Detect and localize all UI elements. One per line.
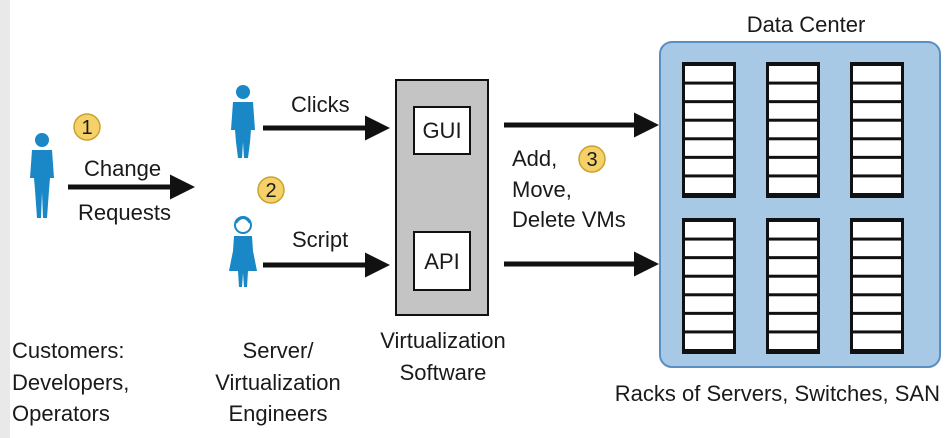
server-slot: [685, 333, 733, 349]
server-rack-icon: [850, 218, 904, 354]
server-slot: [853, 240, 901, 257]
engineers-label-line-3: Engineers: [228, 401, 327, 426]
server-rack-icon: [766, 62, 820, 198]
server-slot: [853, 103, 901, 119]
engineer-female-icon: [229, 216, 257, 287]
server-slot: [685, 314, 733, 331]
datacenter-title: Data Center: [747, 12, 866, 37]
server-slot: [769, 121, 817, 138]
server-slot: [769, 140, 817, 156]
server-slot: [769, 277, 817, 294]
server-slot: [685, 140, 733, 156]
step-1-number: 1: [81, 117, 92, 139]
change-requests-line-1: Change: [84, 156, 161, 181]
customers-label-line-1: Customers:: [12, 338, 124, 363]
vm-actions-line-1: Add,: [512, 146, 557, 171]
server-slot: [685, 84, 733, 101]
engineers-label-line-2: Virtualization: [215, 370, 341, 395]
server-rack-icon: [682, 218, 736, 354]
customer-person-icon: [30, 133, 54, 218]
server-slot: [685, 121, 733, 138]
server-racks-group: [682, 62, 904, 354]
script-label: Script: [292, 227, 348, 252]
step-2-badge: 2: [257, 176, 285, 204]
server-slot: [769, 222, 817, 238]
server-rack-icon: [682, 62, 736, 198]
server-slot: [769, 158, 817, 175]
vm-actions-line-3: Delete VMs: [512, 207, 626, 232]
server-slot: [769, 240, 817, 257]
api-label: API: [424, 249, 459, 274]
server-slot: [685, 277, 733, 294]
server-slot: [853, 84, 901, 101]
server-slot: [769, 177, 817, 193]
server-slot: [685, 259, 733, 275]
clicks-label: Clicks: [291, 92, 350, 117]
server-slot: [769, 296, 817, 312]
engineer-male-icon: [231, 85, 255, 158]
step-3-badge: 3: [578, 145, 606, 173]
customers-label-line-3: Operators: [12, 401, 110, 426]
server-slot: [853, 314, 901, 331]
gui-label: GUI: [422, 118, 461, 143]
server-slot: [685, 296, 733, 312]
server-slot: [685, 177, 733, 193]
server-slot: [853, 259, 901, 275]
gui-box: [413, 106, 471, 155]
software-label-line-2: Software: [400, 360, 487, 385]
server-slot: [769, 333, 817, 349]
server-slot: [685, 240, 733, 257]
server-slot: [853, 177, 901, 193]
server-rack-icon: [850, 62, 904, 198]
server-slot: [769, 84, 817, 101]
api-box: [413, 231, 471, 291]
server-slot: [769, 314, 817, 331]
customers-label-line-2: Developers,: [12, 370, 129, 395]
left-edge-strip: [0, 0, 10, 438]
server-slot: [685, 222, 733, 238]
server-slot: [769, 103, 817, 119]
server-slot: [853, 66, 901, 82]
step-2-number: 2: [265, 180, 276, 202]
server-slot: [853, 121, 901, 138]
vm-actions-line-2: Move,: [512, 177, 572, 202]
server-slot: [685, 158, 733, 175]
server-slot: [685, 66, 733, 82]
datacenter-footer: Racks of Servers, Switches, SAN: [615, 381, 940, 406]
server-slot: [853, 222, 901, 238]
step-1-badge: 1: [73, 113, 101, 141]
software-label-line-1: Virtualization: [380, 328, 506, 353]
change-requests-line-2: Requests: [78, 200, 171, 225]
server-slot: [853, 158, 901, 175]
step-3-number: 3: [586, 149, 597, 171]
virtualization-software-box: GUI API: [395, 79, 489, 316]
server-slot: [685, 103, 733, 119]
server-slot: [769, 66, 817, 82]
server-slot: [853, 140, 901, 156]
server-slot: [853, 296, 901, 312]
server-slot: [853, 333, 901, 349]
server-rack-icon: [766, 218, 820, 354]
server-slot: [769, 259, 817, 275]
server-slot: [853, 277, 901, 294]
engineers-label-line-1: Server/: [243, 338, 315, 363]
